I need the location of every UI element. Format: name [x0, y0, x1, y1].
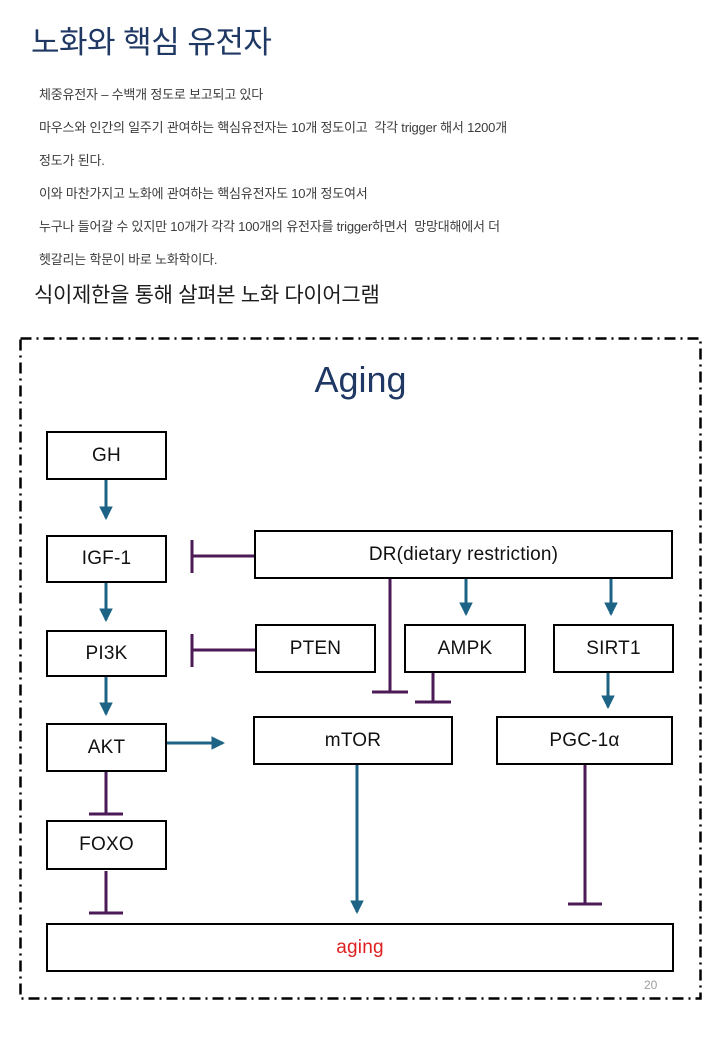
- node-pi3k: PI3K: [46, 630, 167, 677]
- edge-dr-igf1: [190, 540, 254, 573]
- node-foxo: FOXO: [46, 820, 167, 870]
- page-title: 노화와 핵심 유전자: [31, 25, 272, 60]
- node-dietary-restriction: DR(dietary restriction): [254, 530, 673, 579]
- node-pten: PTEN: [255, 624, 376, 673]
- edge-akt-foxo: [89, 772, 123, 816]
- aging-pathway-diagram: Aging GH IGF-1 PI3K AKT FOXO DR(dietary …: [19, 337, 702, 1000]
- body-line: 이와 마찬가지고 노화에 관여하는 핵심유전자도 10개 정도여서: [39, 186, 368, 201]
- node-igf1: IGF-1: [46, 535, 167, 583]
- edge-ampk-mtor: [415, 673, 451, 704]
- node-akt: AKT: [46, 723, 167, 772]
- body-line: 마우스와 인간의 일주기 관여하는 핵심유전자는 10개 정도이고 각각 tri…: [39, 120, 507, 135]
- edge-pgc1a-aging: [568, 765, 602, 906]
- node-aging: aging: [46, 923, 674, 972]
- edge-pten-pi3k: [190, 634, 255, 667]
- body-line: 누구나 들어갈 수 있지만 10개가 각각 100개의 유전자를 trigger…: [39, 219, 500, 234]
- body-line: 체중유전자 – 수백개 정도로 보고되고 있다: [39, 87, 264, 102]
- body-line: 헷갈리는 학문이 바로 노화학이다.: [39, 252, 218, 267]
- diagram-connectors: [19, 337, 702, 1000]
- section-subtitle: 식이제한을 통해 살펴본 노화 다이어그램: [34, 284, 380, 307]
- node-ampk: AMPK: [404, 624, 526, 673]
- node-sirt1: SIRT1: [553, 624, 674, 673]
- edge-dr-mtor: [372, 579, 408, 694]
- body-line: 정도가 된다.: [39, 153, 105, 168]
- dashed-border: [19, 337, 702, 1000]
- diagram-title: Aging: [314, 359, 407, 400]
- node-pgc1a: PGC-1α: [496, 716, 673, 765]
- edge-foxo-aging: [89, 871, 123, 915]
- node-gh: GH: [46, 431, 167, 480]
- node-mtor: mTOR: [253, 716, 453, 765]
- page-number: 20: [644, 978, 658, 992]
